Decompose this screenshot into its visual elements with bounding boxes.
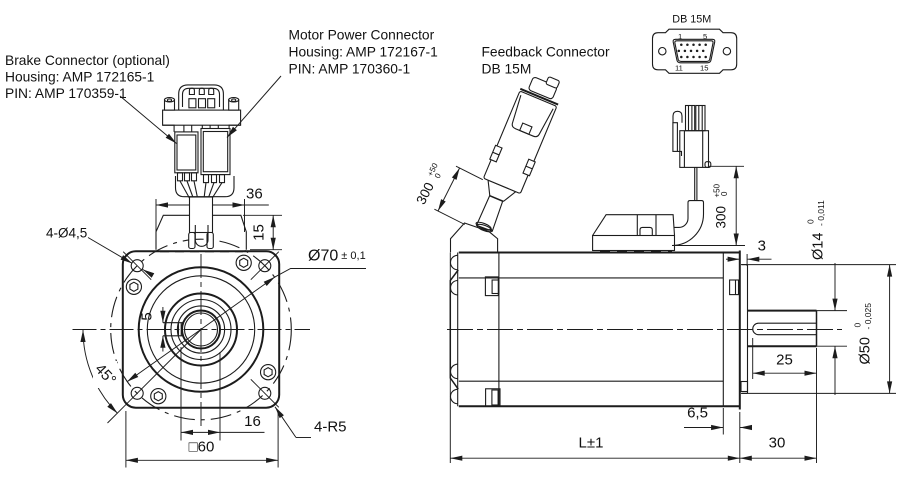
svg-text:L±1: L±1 — [579, 435, 604, 452]
svg-text:1: 1 — [678, 32, 682, 41]
svg-text:0: 0 — [853, 323, 863, 328]
svg-text:Housing: AMP 172165-1: Housing: AMP 172165-1 — [5, 70, 154, 85]
svg-text:15: 15 — [250, 224, 267, 241]
svg-text:15: 15 — [700, 64, 708, 73]
svg-text:DB 15M: DB 15M — [482, 62, 532, 77]
svg-text:Ø14: Ø14 — [811, 233, 827, 260]
svg-text:Brake Connector (optional): Brake Connector (optional) — [5, 53, 170, 68]
svg-text:0: 0 — [720, 191, 729, 196]
svg-text:36: 36 — [246, 186, 263, 203]
svg-text:Ø50: Ø50 — [858, 337, 874, 364]
svg-text:Motor Power Connector: Motor Power Connector — [289, 28, 435, 43]
svg-text:0: 0 — [806, 219, 816, 224]
svg-text:4-R5: 4-R5 — [314, 419, 347, 436]
svg-text:16: 16 — [244, 413, 261, 430]
svg-text:PIN: AMP 170359-1: PIN: AMP 170359-1 — [5, 86, 127, 101]
svg-text:30: 30 — [769, 435, 786, 452]
svg-text:4-Ø4,5: 4-Ø4,5 — [46, 226, 87, 241]
svg-text:11: 11 — [675, 64, 683, 73]
svg-text:300: 300 — [714, 206, 729, 229]
svg-text:- 0,011: - 0,011 — [816, 200, 826, 226]
svg-text:0: 0 — [433, 171, 443, 180]
svg-text:5: 5 — [138, 312, 155, 320]
svg-text:6,5: 6,5 — [687, 405, 708, 422]
svg-text:- 0,025: - 0,025 — [863, 303, 873, 330]
svg-text:Feedback Connector: Feedback Connector — [482, 45, 610, 60]
svg-text:+50: +50 — [713, 183, 722, 197]
svg-text:PIN: AMP 170360-1: PIN: AMP 170360-1 — [289, 62, 411, 77]
svg-text:DB 15M: DB 15M — [672, 13, 711, 25]
svg-text:5: 5 — [703, 32, 707, 41]
svg-text:Ø70 ± 0,1: Ø70 ± 0,1 — [308, 248, 366, 265]
svg-text:3: 3 — [758, 238, 766, 255]
svg-text:□60: □60 — [189, 439, 215, 456]
svg-text:25: 25 — [776, 352, 793, 369]
svg-text:Housing: AMP 172167-1: Housing: AMP 172167-1 — [289, 45, 438, 60]
